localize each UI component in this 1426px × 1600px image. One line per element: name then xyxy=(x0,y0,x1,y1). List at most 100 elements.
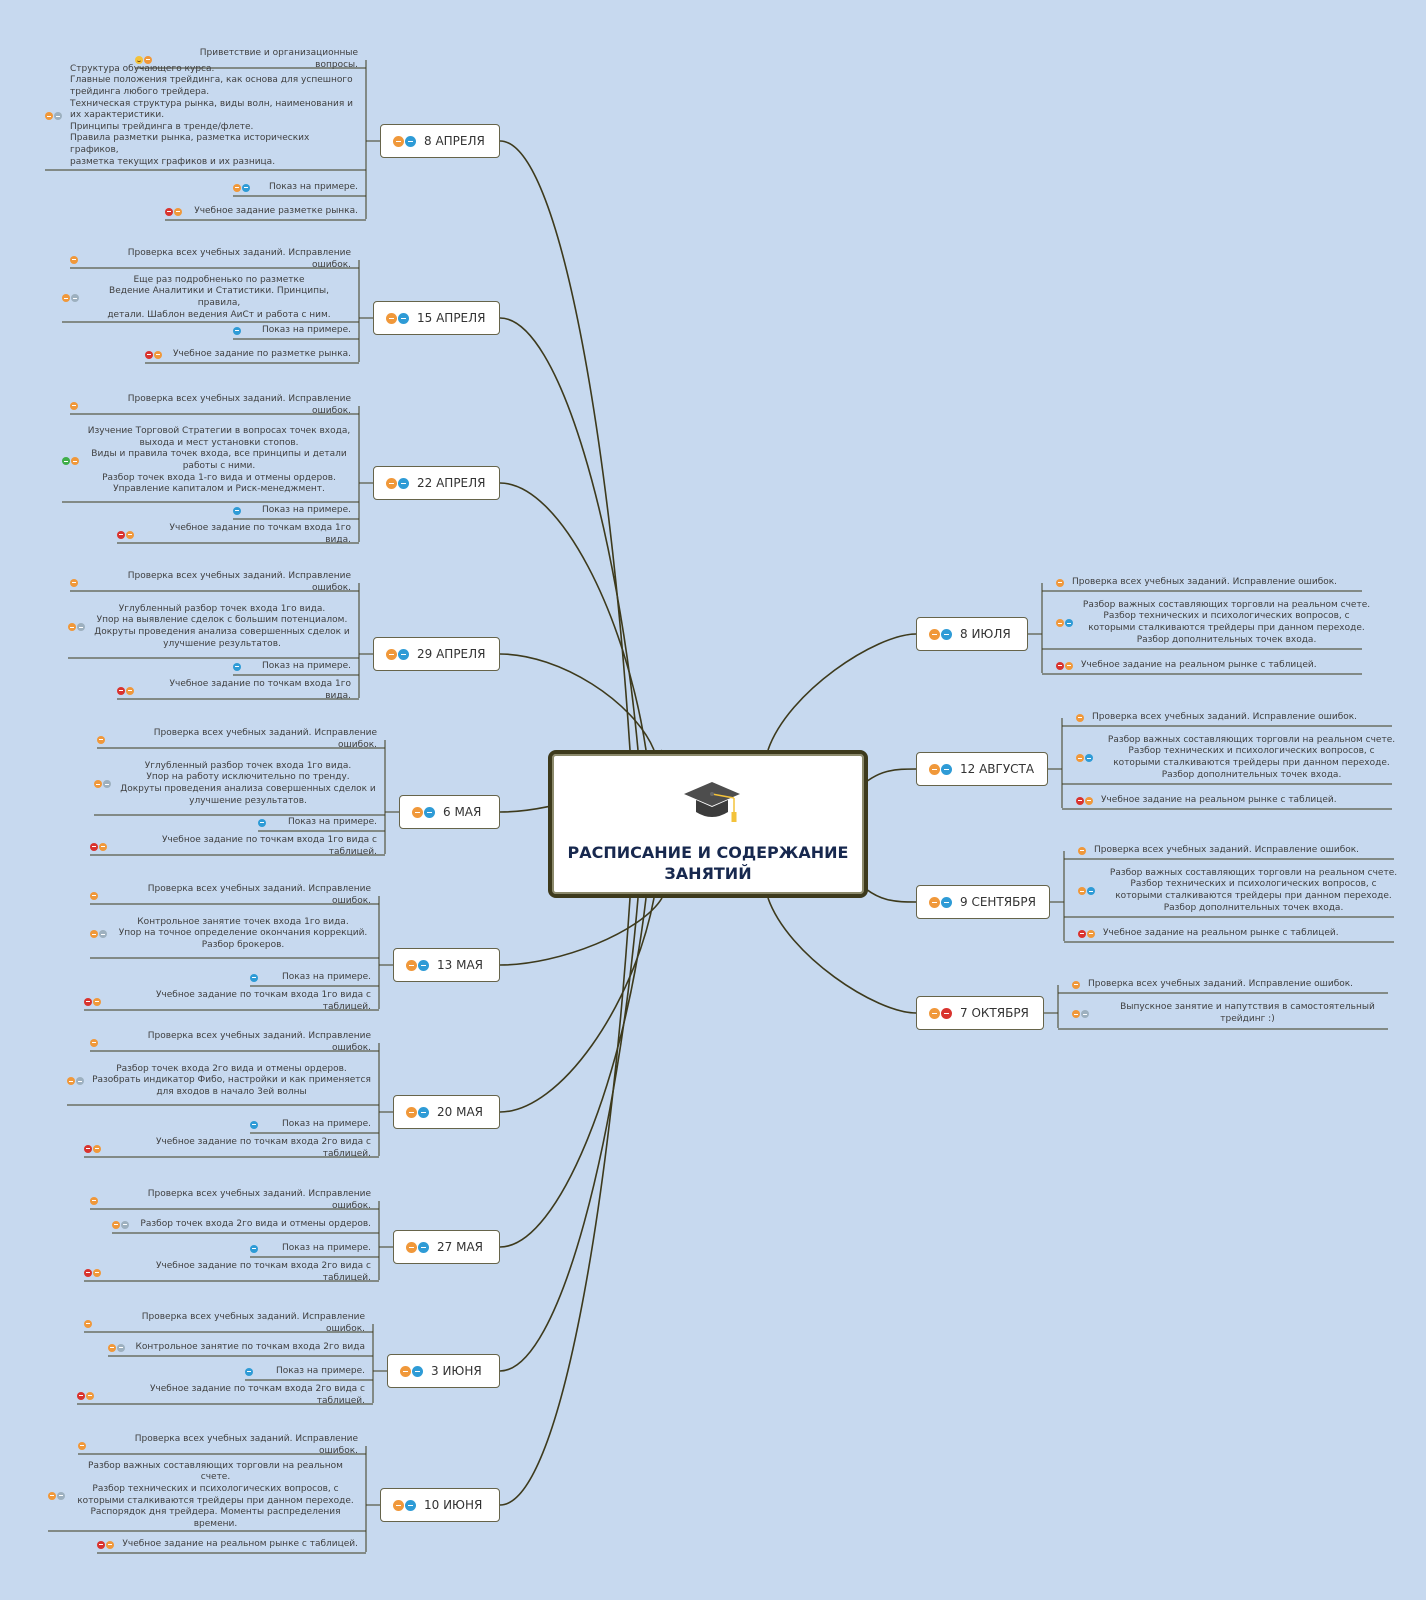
topic-subitem[interactable]: Показ на примере. xyxy=(233,323,359,338)
topic-subitem[interactable]: Показ на примере. xyxy=(250,1117,379,1132)
subitem-text: Показ на примере. xyxy=(275,1365,365,1376)
topic-subitem[interactable]: Показ на примере. xyxy=(250,1241,379,1256)
topic-subitem[interactable]: Учебное задание по разметке рынка. xyxy=(145,347,359,362)
topic-subitem[interactable]: Проверка всех учебных заданий. Исправлен… xyxy=(90,884,379,906)
topic-subitem[interactable]: Разбор точек входа 2го вида и отмены орд… xyxy=(67,1058,379,1104)
topic-node[interactable]: 10 ИЮНЯ xyxy=(380,1488,500,1522)
topic-subitem[interactable]: Учебное задание по точкам входа 1го вида… xyxy=(117,523,359,545)
topic-subitem[interactable]: Проверка всех учебных заданий. Исправлен… xyxy=(70,394,359,416)
topic-node[interactable]: 27 МАЯ xyxy=(393,1230,500,1264)
orange-marker-icon xyxy=(1076,713,1084,722)
orange-marker-icon xyxy=(393,135,404,147)
subitem-text: Выпускное занятие и напутствия в самосто… xyxy=(1120,1002,1375,1024)
red-marker-icon xyxy=(77,1391,85,1400)
grey-marker-icon xyxy=(1081,1010,1089,1018)
yellow-marker-icon xyxy=(135,55,143,64)
orange-marker-icon xyxy=(70,255,78,264)
topic-subitem[interactable]: Проверка всех учебных заданий. Исправлен… xyxy=(70,571,359,593)
topic-subitem[interactable]: Учебное задание на реальном рынке с табл… xyxy=(1064,926,1404,941)
topic-subitem[interactable]: Учебное задание по точкам входа 1го вида… xyxy=(117,679,359,701)
subitem-text: Разбор важных составляющих торговли на р… xyxy=(1082,599,1371,645)
topic-node[interactable]: 7 ОКТЯБРЯ xyxy=(916,996,1044,1030)
topic-marker-icons xyxy=(386,312,409,324)
topic-subitem[interactable]: Проверка всех учебных заданий. Исправлен… xyxy=(1062,710,1402,725)
topic-label: 12 АВГУСТА xyxy=(960,762,1035,776)
blue-marker-icon xyxy=(424,806,435,818)
topic-node[interactable]: 22 АПРЕЛЯ xyxy=(373,466,500,500)
blue-marker-icon xyxy=(233,662,241,671)
subitem-text: Учебное задание на реальном рынке с табл… xyxy=(1101,794,1337,805)
topic-subitem[interactable]: Учебное задание по точкам входа 2го вида… xyxy=(84,1261,379,1283)
subitem-text: Учебное задание по точкам входа 1го вида… xyxy=(155,989,371,1012)
topic-subitem[interactable]: Учебное задание на реальном рынке с табл… xyxy=(97,1537,366,1552)
topic-subitem[interactable]: Разбор точек входа 2го вида и отмены орд… xyxy=(112,1217,379,1232)
topic-subitem[interactable]: Проверка всех учебных заданий. Исправлен… xyxy=(97,728,385,750)
topic-subitem[interactable]: Еще раз подробненько по разметке Ведение… xyxy=(62,275,359,321)
topic-subitem[interactable]: Проверка всех учебных заданий. Исправлен… xyxy=(84,1312,373,1334)
red-marker-icon xyxy=(90,842,98,851)
topic-label: 3 ИЮНЯ xyxy=(431,1364,482,1378)
topic-subitem[interactable]: Контрольное занятие точек входа 1го вида… xyxy=(90,911,379,957)
subitem-marker-icons xyxy=(250,1244,258,1253)
subitem-marker-icons xyxy=(70,401,78,410)
topic-subitem[interactable]: Учебное задание по точкам входа 2го вида… xyxy=(77,1384,373,1406)
subitem-marker-icons xyxy=(48,1491,65,1500)
topic-subitem[interactable]: Выпускное занятие и напутствия в самосто… xyxy=(1058,1000,1398,1028)
orange-marker-icon xyxy=(1078,846,1086,855)
topic-subitem[interactable]: Структура обучающего курса. Главные поло… xyxy=(45,63,366,169)
topic-subitem[interactable]: Показ на примере. xyxy=(233,659,359,674)
topic-subitem[interactable]: Приветствие и организационные вопросы. xyxy=(135,48,366,70)
topic-subitem[interactable]: Разбор важных составляющих торговли на р… xyxy=(1064,866,1404,916)
topic-node[interactable]: 20 МАЯ xyxy=(393,1095,500,1129)
branch-line-7 xyxy=(499,897,647,1248)
topic-node[interactable]: 8 ИЮЛЯ xyxy=(916,617,1028,651)
topic-node[interactable]: 9 СЕНТЯБРЯ xyxy=(916,885,1050,919)
topic-subitem[interactable]: Углубленный разбор точек входа 1го вида.… xyxy=(94,754,385,814)
topic-subitem[interactable]: Показ на примере. xyxy=(233,180,366,195)
topic-node[interactable]: 13 МАЯ xyxy=(393,948,500,982)
topic-subitem[interactable]: Проверка всех учебных заданий. Исправлен… xyxy=(1042,575,1372,590)
topic-subitem[interactable]: Показ на примере. xyxy=(250,970,379,985)
topic-subitem[interactable]: Проверка всех учебных заданий. Исправлен… xyxy=(1058,977,1398,992)
red-marker-icon xyxy=(941,1007,952,1019)
topic-subitem[interactable]: Контрольное занятие по точкам входа 2го … xyxy=(108,1340,373,1355)
topic-node[interactable]: 12 АВГУСТА xyxy=(916,752,1048,786)
topic-subitem[interactable]: Разбор важных составляющих торговли на р… xyxy=(48,1461,366,1530)
topic-subitem[interactable]: Учебное задание на реальном рынке с табл… xyxy=(1042,658,1372,673)
topic-node[interactable]: 29 АПРЕЛЯ xyxy=(373,637,500,671)
topic-subitem[interactable]: Проверка всех учебных заданий. Исправлен… xyxy=(90,1189,379,1211)
topic-subitem[interactable]: Показ на примере. xyxy=(233,503,359,518)
topic-subitem[interactable]: Разбор важных составляющих торговли на р… xyxy=(1042,598,1372,648)
topic-subitem[interactable]: Изучение Торговой Стратегии в вопросах т… xyxy=(62,421,359,501)
central-topic[interactable]: РАСПИСАНИЕ И СОДЕРЖАНИЕ ЗАНЯТИЙ xyxy=(548,750,868,898)
topic-subitem[interactable]: Показ на примере. xyxy=(245,1364,373,1379)
subitem-marker-icons xyxy=(1076,713,1084,722)
red-marker-icon xyxy=(1056,661,1064,670)
red-marker-icon xyxy=(117,530,125,539)
topic-subitem[interactable]: Учебное задание разметке рынка. xyxy=(165,204,366,219)
topic-subitem[interactable]: Проверка всех учебных заданий. Исправлен… xyxy=(1064,843,1404,858)
topic-subitem[interactable]: Учебное задание по точкам входа 2го вида… xyxy=(84,1137,379,1159)
topic-subitem[interactable]: Проверка всех учебных заданий. Исправлен… xyxy=(70,248,359,270)
topic-subitem[interactable]: Учебное задание по точкам входа 1го вида… xyxy=(84,990,379,1012)
branch-line-6 xyxy=(499,897,655,1113)
topic-marker-icons xyxy=(393,135,416,147)
topic-subitem[interactable]: Учебное задание на реальном рынке с табл… xyxy=(1062,793,1402,808)
topic-subitem[interactable]: Углубленный разбор точек входа 1го вида.… xyxy=(68,597,359,657)
orange-marker-icon xyxy=(86,1391,94,1400)
topic-node[interactable]: 6 МАЯ xyxy=(399,795,500,829)
topic-node[interactable]: 15 АПРЕЛЯ xyxy=(373,301,500,335)
topic-node[interactable]: 3 ИЮНЯ xyxy=(387,1354,500,1388)
subitem-text: Углубленный разбор точек входа 1го вида.… xyxy=(120,760,376,806)
subitem-marker-icons xyxy=(90,1038,98,1047)
topic-label: 15 АПРЕЛЯ xyxy=(417,311,486,325)
topic-label: 22 АПРЕЛЯ xyxy=(417,476,486,490)
topic-node[interactable]: 8 АПРЕЛЯ xyxy=(380,124,500,158)
topic-subitem[interactable]: Показ на примере. xyxy=(258,815,385,830)
topic-subitem[interactable]: Проверка всех учебных заданий. Исправлен… xyxy=(78,1434,366,1456)
topic-subitem[interactable]: Проверка всех учебных заданий. Исправлен… xyxy=(90,1031,379,1053)
subitem-text: Учебное задание на реальном рынке с табл… xyxy=(122,1538,358,1549)
topic-subitem[interactable]: Учебное задание по точкам входа 1го вида… xyxy=(90,835,385,857)
subitem-text: Показ на примере. xyxy=(287,816,377,827)
topic-subitem[interactable]: Разбор важных составляющих торговли на р… xyxy=(1062,733,1402,783)
